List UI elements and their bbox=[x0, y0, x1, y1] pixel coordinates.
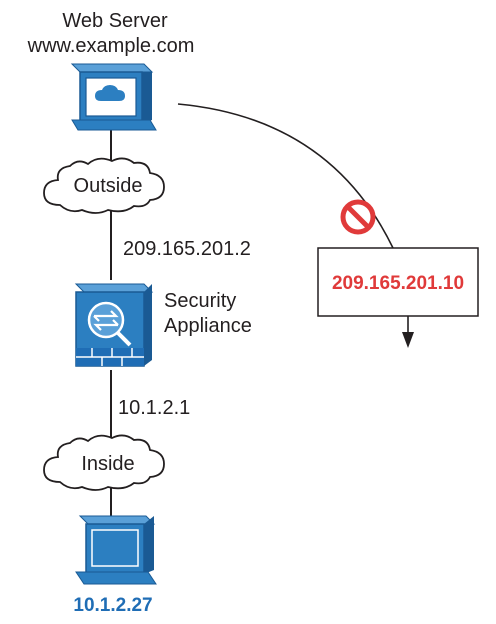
blocked-icon bbox=[340, 199, 376, 235]
security-appliance-icon bbox=[74, 283, 154, 367]
security-appliance-label-line1: Security bbox=[164, 290, 236, 312]
inside-cloud bbox=[43, 434, 165, 491]
inside-ip-label: 10.1.2.1 bbox=[118, 397, 190, 419]
packet-address-label: 209.165.201.10 bbox=[332, 273, 464, 294]
outside-cloud-label: Outside bbox=[74, 175, 143, 197]
security-appliance-label-line2: Appliance bbox=[164, 315, 252, 337]
outside-cloud bbox=[43, 157, 165, 214]
client-ip-label: 10.1.2.27 bbox=[73, 595, 152, 616]
client-computer-icon bbox=[75, 515, 157, 585]
packet-box bbox=[317, 247, 479, 317]
web-server-icon bbox=[70, 63, 157, 131]
web-server-title: Web Server bbox=[62, 10, 168, 32]
web-server-host: www.example.com bbox=[27, 35, 195, 57]
packet-arrow-head bbox=[402, 332, 414, 348]
outside-ip-label: 209.165.201.2 bbox=[123, 238, 251, 260]
inside-cloud-label: Inside bbox=[81, 453, 134, 475]
